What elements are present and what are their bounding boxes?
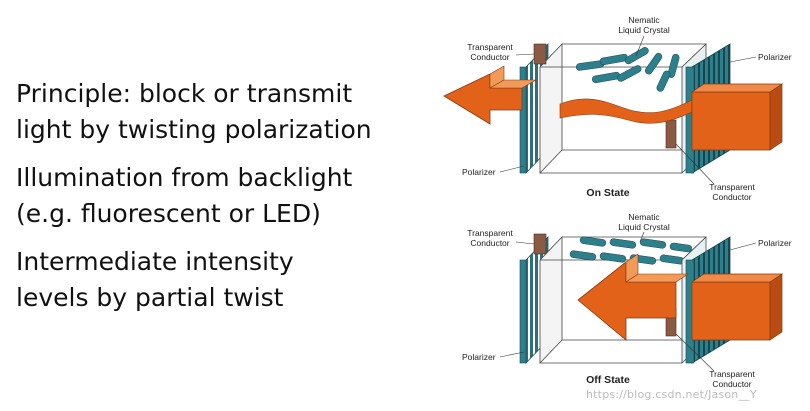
off-leader-nematic xyxy=(639,231,645,243)
bullet-line: levels by partial twist xyxy=(16,283,284,312)
on-label-conductor-1: Transparent xyxy=(467,42,513,52)
bullet-line: Intermediate intensity xyxy=(16,247,294,276)
on-light-beam xyxy=(443,65,784,151)
off-light-beam xyxy=(577,253,784,341)
on-nematic-molecules xyxy=(575,47,694,92)
on-conductor-top xyxy=(533,43,547,65)
watermark-url: https://blog.csdn.net/Jason__Y xyxy=(586,388,757,401)
bullet-line: Principle: block or transmit xyxy=(16,79,353,108)
on-state-label: On State xyxy=(586,187,629,199)
on-label-polarizer-left: Polarizer xyxy=(462,167,496,177)
on-label-conductor-2: Conductor xyxy=(470,52,509,62)
off-state-label: Off State xyxy=(586,374,630,386)
bullet-illumination: Illumination from backlight (e.g. fluore… xyxy=(16,160,416,232)
off-label-nematic-2: Liquid Crystal xyxy=(618,222,670,232)
on-leader-conductor-bottom xyxy=(675,143,715,185)
off-leader-conductor-bottom xyxy=(675,333,715,372)
off-label-conductor-3: Transparent xyxy=(709,369,755,379)
bullet-intensity: Intermediate intensity levels by partial… xyxy=(16,244,416,316)
on-leader-polarizer-right xyxy=(729,56,757,63)
on-label-nematic-2: Liquid Crystal xyxy=(618,25,670,35)
on-label-polarizer-right: Polarizer xyxy=(758,52,792,62)
on-conductor-bottom xyxy=(665,119,677,149)
off-leader-polarizer-left xyxy=(499,351,525,358)
on-label-conductor-4: Conductor xyxy=(712,192,751,202)
off-conductor-top xyxy=(533,233,547,255)
bullet-principle: Principle: block or transmit light by tw… xyxy=(16,76,416,148)
bullet-line: light by twisting polarization xyxy=(16,115,372,144)
on-label-conductor-3: Transparent xyxy=(709,182,755,192)
on-leader-conductor xyxy=(515,53,535,56)
off-state-panel: Nematic Liquid Crystal Transparent Condu… xyxy=(462,212,792,389)
off-label-nematic-1: Nematic xyxy=(628,212,660,222)
bullet-list: Principle: block or transmit light by tw… xyxy=(16,76,416,328)
on-leader-nematic xyxy=(635,35,645,57)
on-leader-polarizer-left xyxy=(499,165,525,173)
off-label-polarizer-right: Polarizer xyxy=(758,238,792,248)
on-state-panel: Nematic Liquid Crystal Transparent Condu… xyxy=(443,15,792,202)
off-leader-polarizer-right xyxy=(729,242,757,251)
off-leader-conductor xyxy=(515,241,535,245)
off-label-conductor-2: Conductor xyxy=(470,238,509,248)
off-label-conductor-1: Transparent xyxy=(467,228,513,238)
off-label-polarizer-left: Polarizer xyxy=(462,352,496,362)
bullet-line: (e.g. fluorescent or LED) xyxy=(16,199,321,228)
bullet-line: Illumination from backlight xyxy=(16,163,353,192)
off-label-conductor-4: Conductor xyxy=(712,379,751,389)
lcd-diagram: Nematic Liquid Crystal Transparent Condu… xyxy=(443,15,792,389)
on-label-nematic-1: Nematic xyxy=(628,15,660,25)
